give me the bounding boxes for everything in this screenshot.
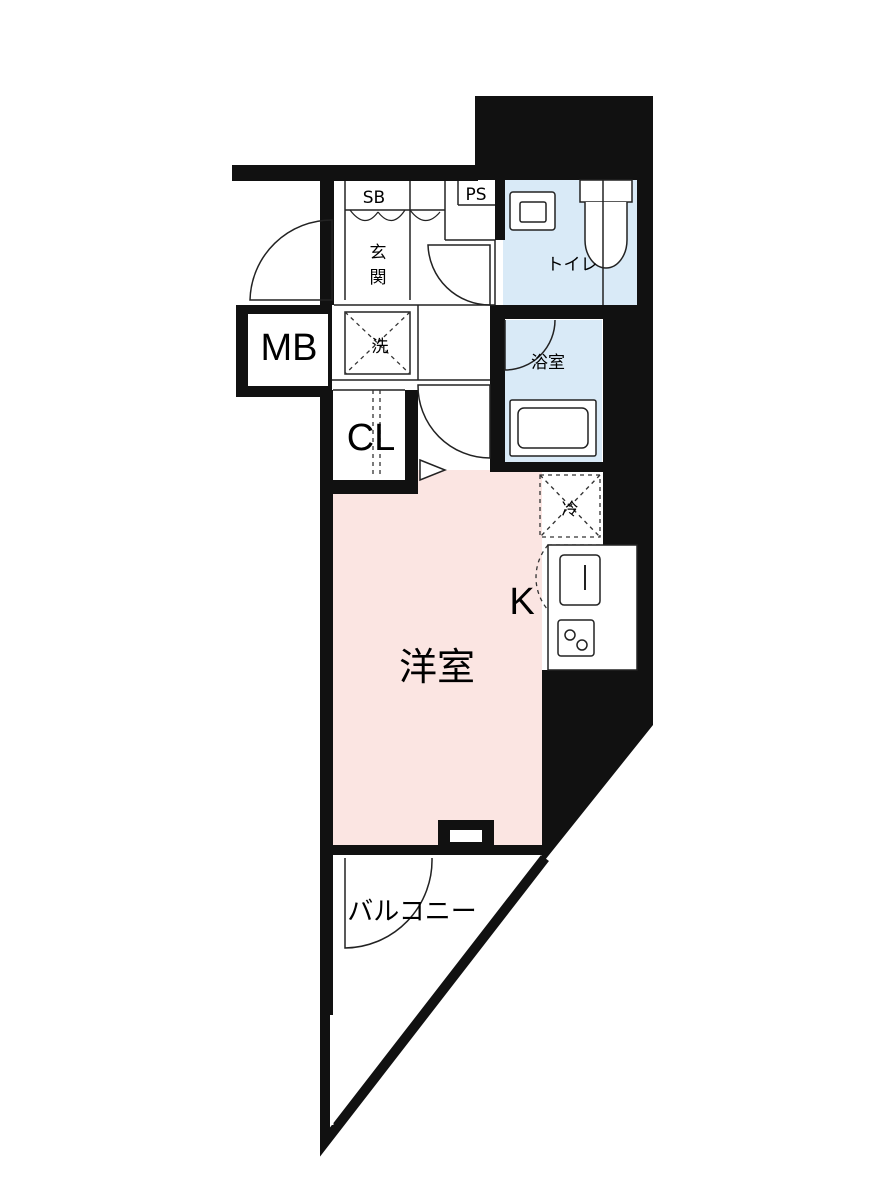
kitchen-label: K xyxy=(509,581,534,623)
wall-right-block xyxy=(475,96,653,860)
wall-cl-bottom xyxy=(332,480,418,494)
sb-label: SB xyxy=(363,188,385,208)
balcony-label: バルコニー xyxy=(347,897,476,927)
wall-bath-bottom xyxy=(490,462,603,472)
mb-inner xyxy=(248,314,328,386)
western-room-floor xyxy=(332,470,542,848)
wall-toilet-left xyxy=(495,180,505,240)
step-marker xyxy=(419,458,448,482)
wall-bath-top xyxy=(505,305,603,319)
toilet-label: トイレ xyxy=(547,255,598,275)
western-room-label: 洋室 xyxy=(399,647,475,689)
wall-bath-left xyxy=(490,305,505,470)
fridge-label: 冷 xyxy=(562,500,579,520)
balcony-outline xyxy=(320,854,549,1157)
genkan-label-1: 玄 xyxy=(370,243,387,263)
cl-label: CL xyxy=(347,417,396,459)
wall-left-cap xyxy=(320,165,334,305)
washer-label: 洗 xyxy=(372,337,389,357)
stove-icon xyxy=(557,619,595,657)
mb-label: MB xyxy=(261,327,318,369)
wall-cl-right xyxy=(405,390,418,494)
wall-room-bottom xyxy=(332,845,548,855)
wall-top-left xyxy=(232,165,478,181)
toilet-icon xyxy=(579,179,633,203)
door-swing-icon xyxy=(249,219,556,949)
ps-label: PS xyxy=(465,185,486,205)
genkan-label-2: 関 xyxy=(370,268,387,288)
aircon-inner xyxy=(450,830,482,842)
bath-label: 浴室 xyxy=(531,353,565,373)
wall-left xyxy=(320,390,333,1015)
